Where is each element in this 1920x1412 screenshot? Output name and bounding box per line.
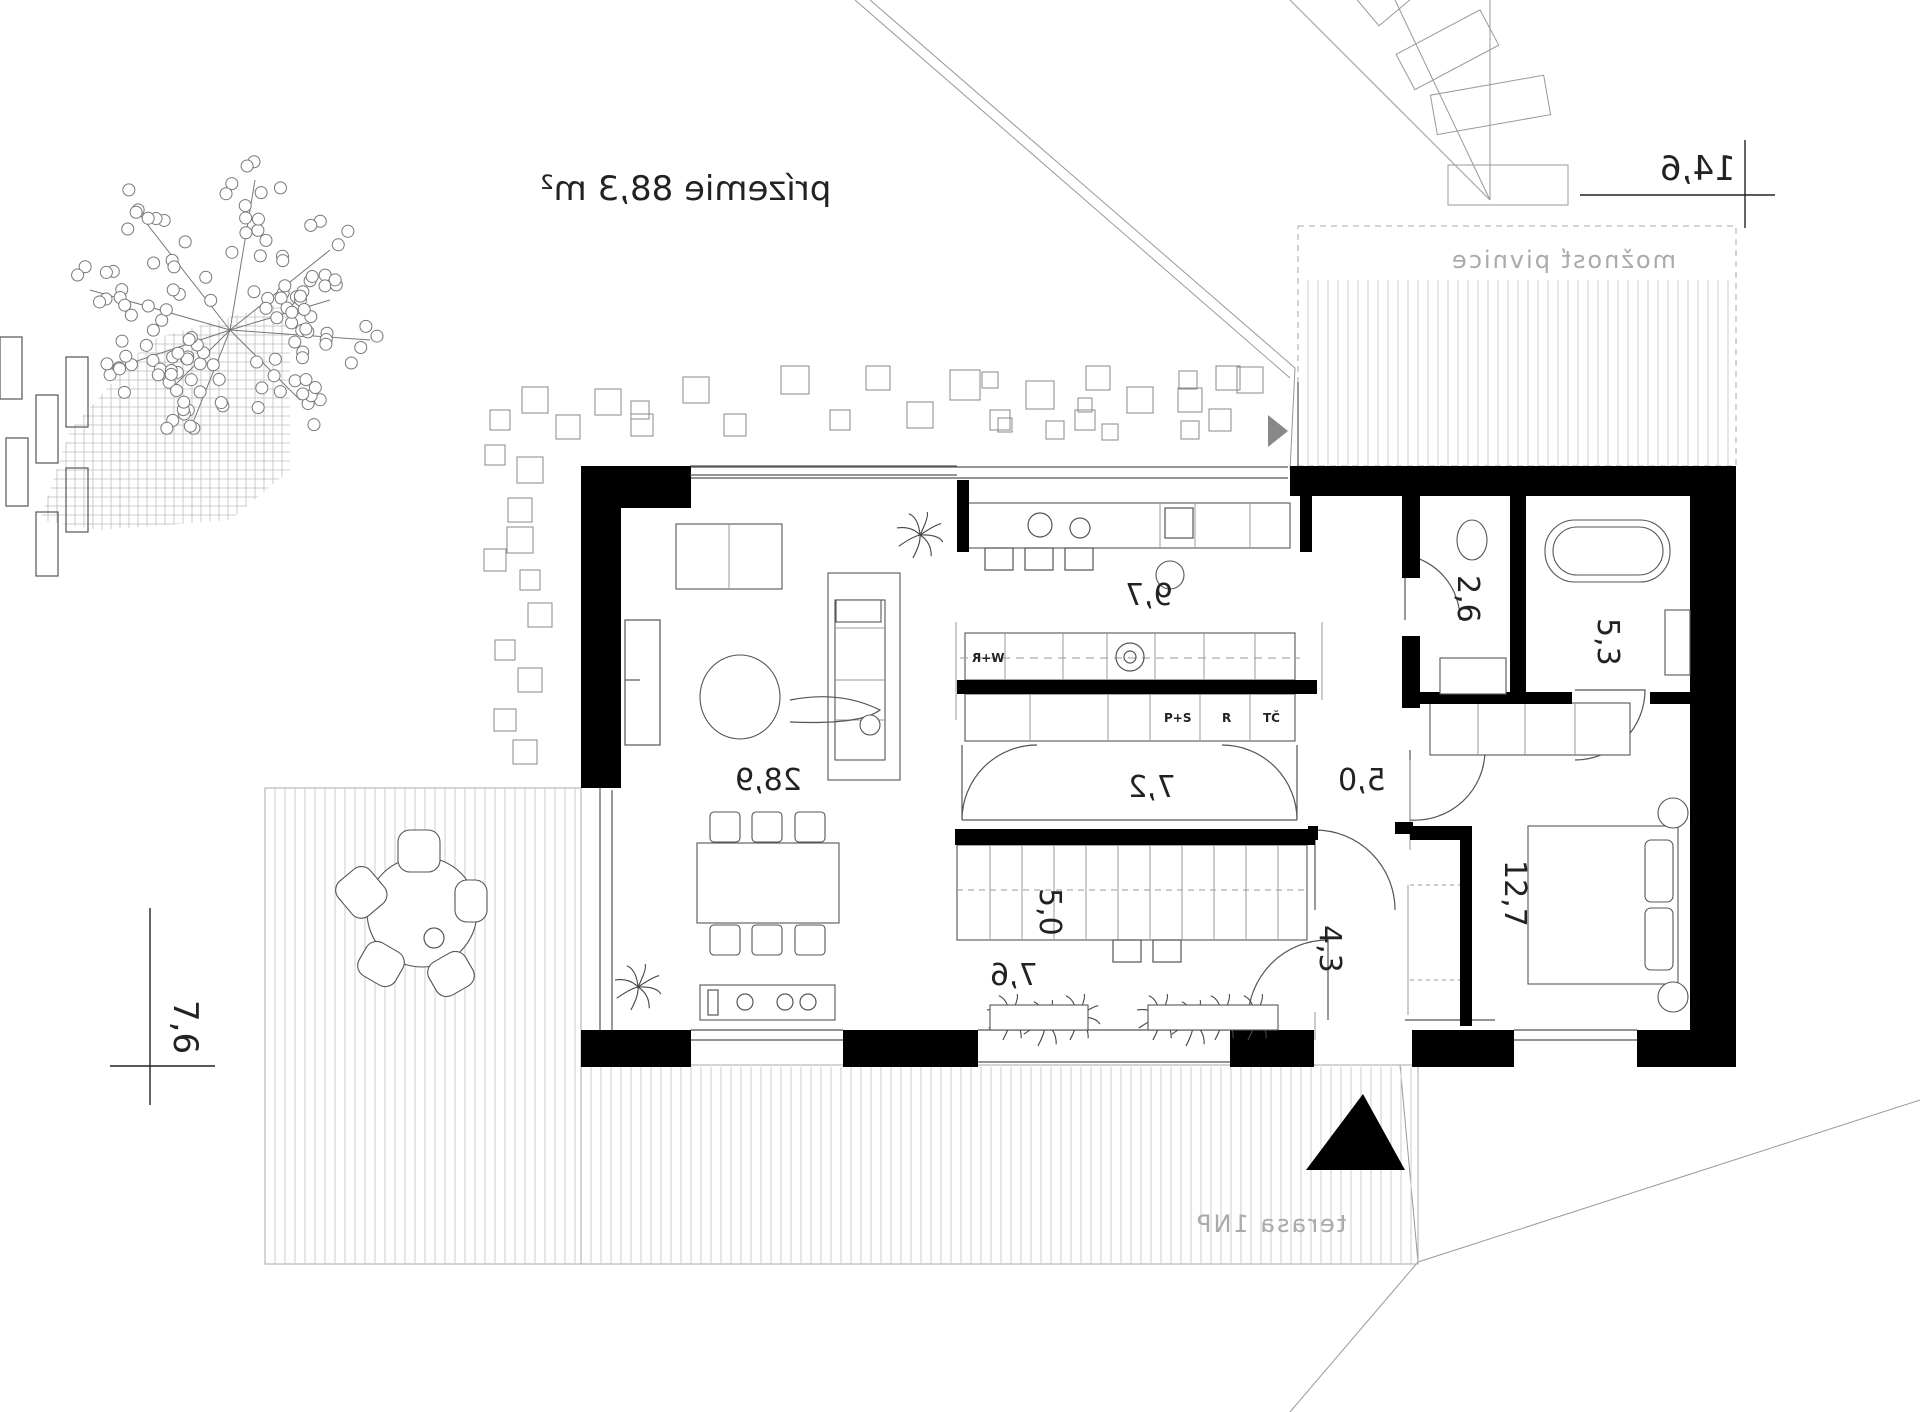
appliance-ps: P+S: [1164, 711, 1192, 725]
dining-table: [696, 842, 840, 924]
area-living: 28,9: [735, 763, 802, 798]
person-on-sofa: [789, 696, 882, 736]
dimension-right: [1580, 140, 1775, 228]
site-lines: [854, 0, 1920, 1412]
dining-chairs: [709, 811, 826, 956]
tree-icon: [40, 155, 384, 530]
area-kitchen: 9,7: [1125, 578, 1173, 613]
bedroom-furniture: [1527, 797, 1689, 1013]
area-stair: 5,0: [1032, 888, 1067, 936]
appliance-tc: TČ: [1263, 710, 1280, 725]
interior-lines: [599, 382, 1646, 1040]
plan-title: prízemie 88,3 m²: [540, 169, 831, 209]
dimension-left-label: 7,6: [165, 1000, 205, 1054]
cellar-option-area: [1297, 225, 1737, 467]
terrace-table: [335, 829, 488, 998]
area-hall: 5,0: [1338, 763, 1386, 798]
bathroom-fixtures: [1439, 519, 1691, 695]
area-pantry: 7,2: [1128, 770, 1176, 805]
parking-blocks: [0, 336, 89, 577]
cellar-option-label: možnosť pivnice: [1450, 246, 1676, 274]
area-corridor: 7,6: [990, 958, 1038, 993]
appliance-r: R: [1222, 711, 1231, 725]
entrance-arrow-icon: [1306, 1094, 1405, 1170]
dimension-right-label: 14,6: [1660, 149, 1736, 189]
labels: prízemie 88,3 m² možnosť pivnice terasa …: [165, 149, 1736, 1238]
appliance-washer: W+R: [972, 651, 1005, 665]
stepping-stones: [483, 365, 1264, 765]
terrace-label: terasa 1NP: [1195, 1210, 1346, 1238]
kitchen-furniture: [984, 507, 1194, 963]
area-entry: 4,3: [1312, 925, 1347, 973]
side-entry-arrow-icon: [1268, 415, 1288, 447]
round-rug: [699, 654, 781, 740]
sofa: [827, 572, 901, 781]
fan-chairs: [1289, 0, 1569, 206]
area-bedroom: 12,7: [1497, 860, 1532, 927]
dimension-left: [110, 908, 215, 1105]
plants: [614, 511, 1279, 1047]
living-room-furniture: [675, 523, 901, 1021]
walls: [581, 466, 1736, 1067]
tv-console: [699, 984, 836, 1021]
planter-bottom: [989, 1004, 1279, 1031]
area-bath: 5,3: [1590, 618, 1625, 666]
area-wc: 2,6: [1450, 575, 1485, 623]
terrace-bottom: [580, 1064, 1419, 1265]
